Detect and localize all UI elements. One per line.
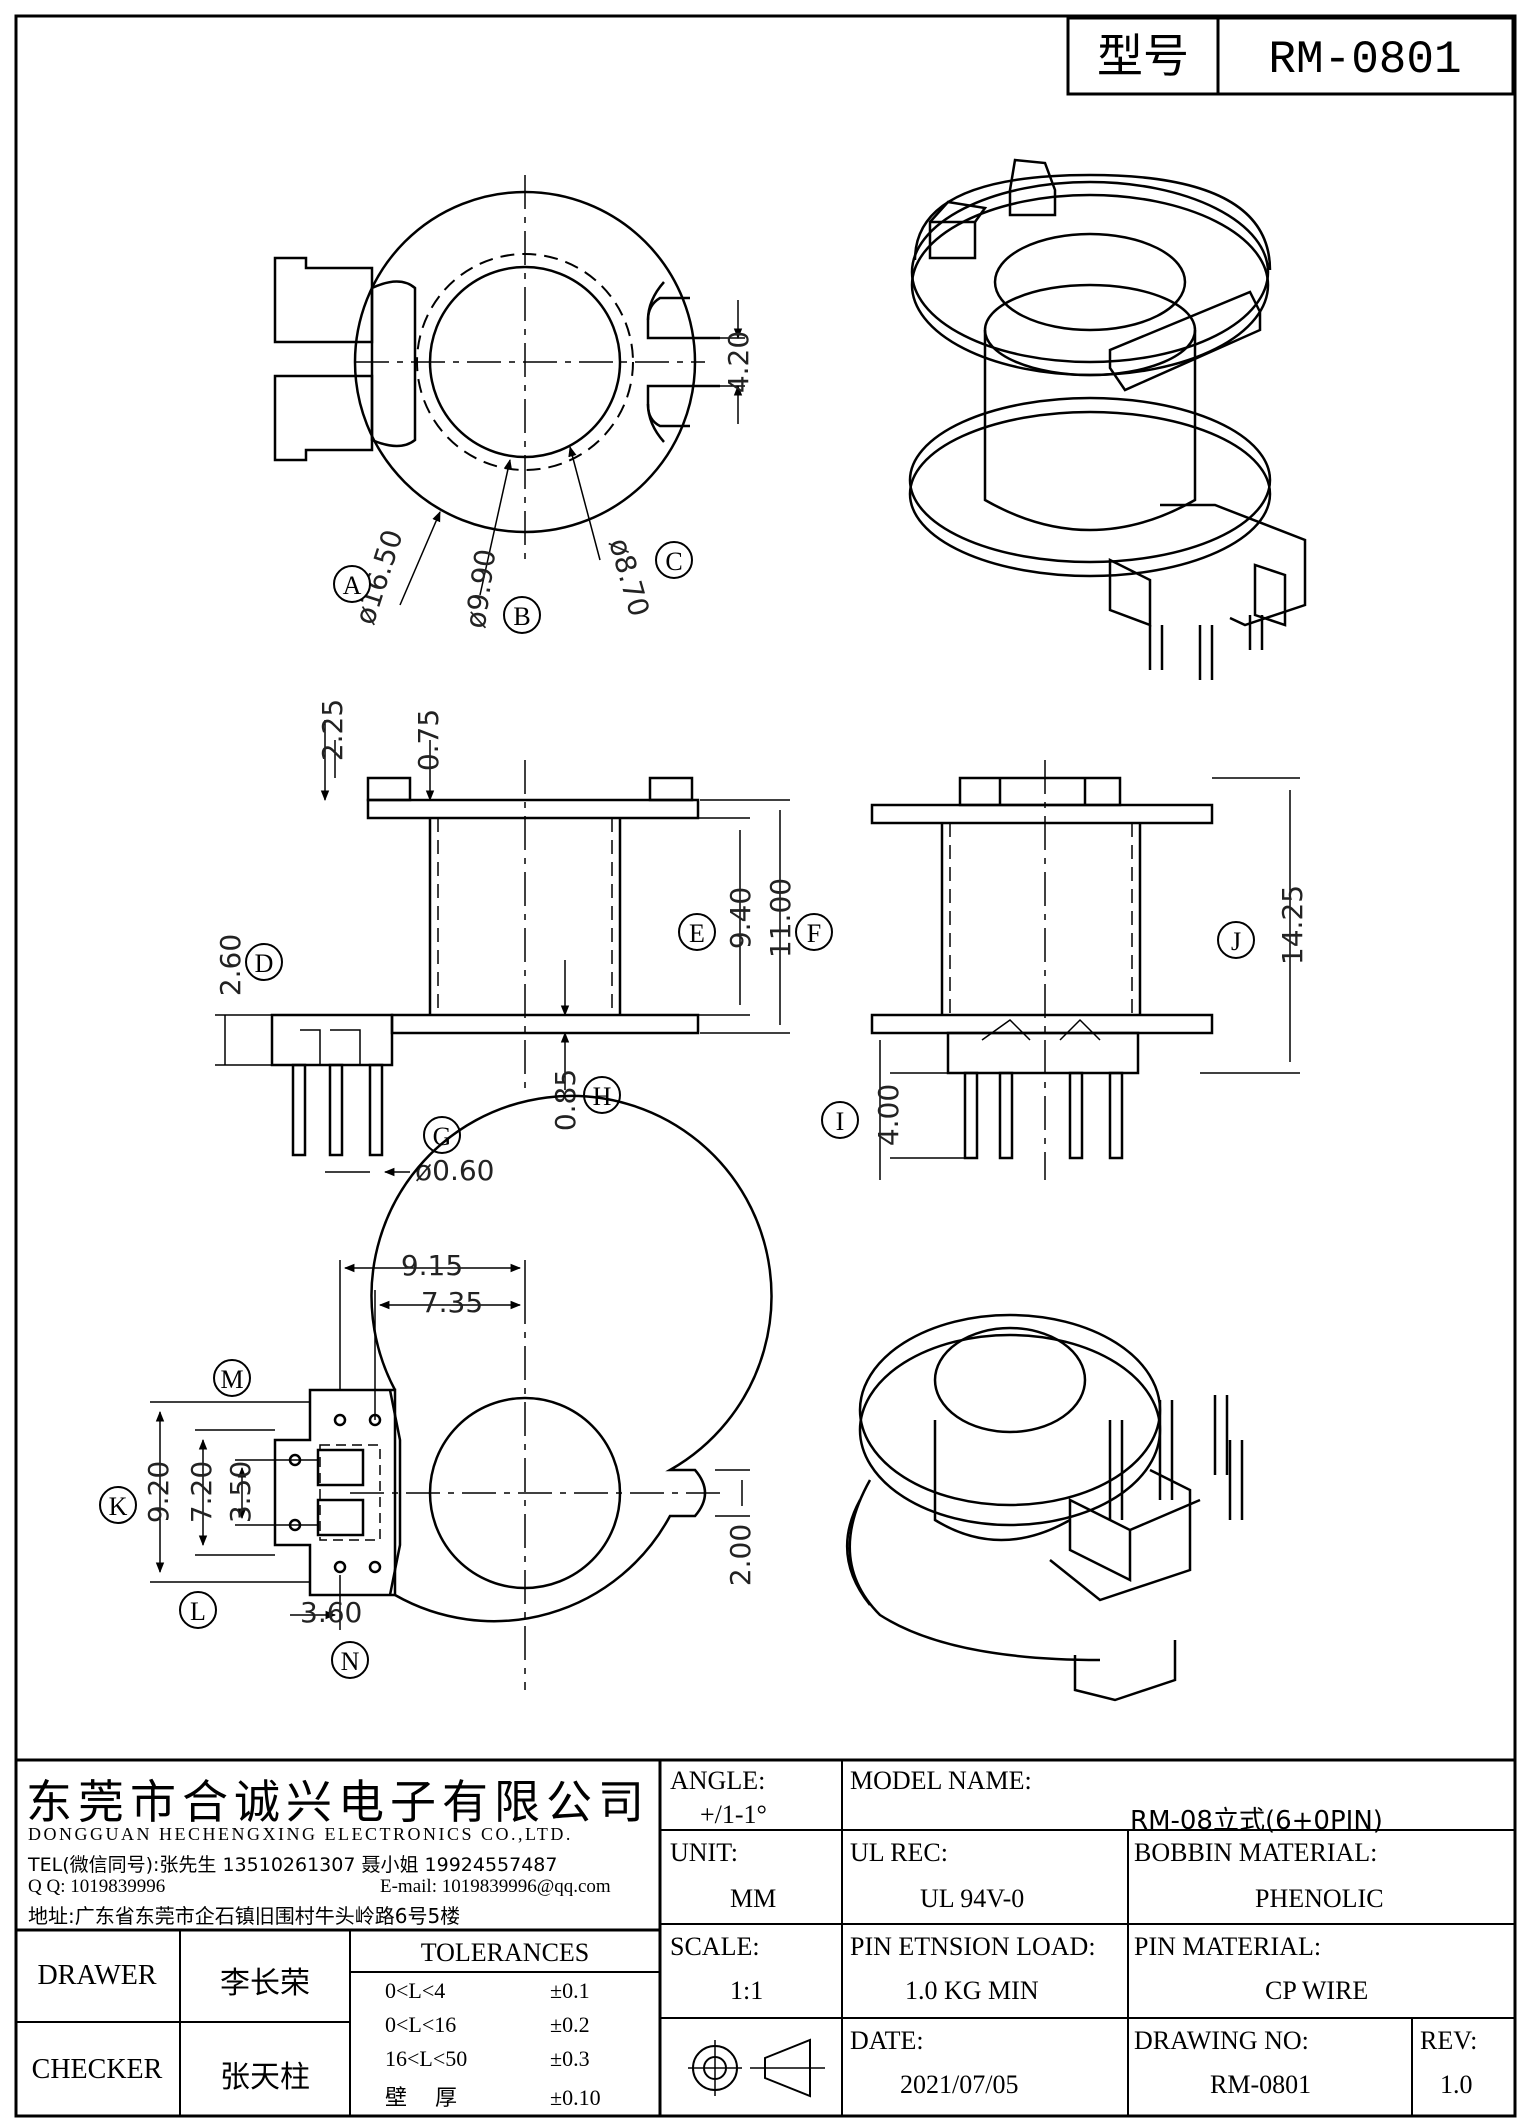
svg-text:N: N — [341, 1647, 360, 1676]
dim-inner-h: 9.40 — [724, 887, 757, 949]
callout-F: F — [795, 913, 833, 951]
model-label: 型号 — [1097, 31, 1189, 82]
dim-top-h: 2.25 — [316, 699, 349, 761]
callout-E: E — [678, 913, 716, 951]
dim-inner-dia: ø9.90 — [459, 547, 503, 630]
iso-view-bottom — [845, 1313, 1244, 1702]
callout-M: M — [213, 1359, 251, 1397]
svg-text:G: G — [433, 1122, 452, 1151]
side-view-labels: 14.25 4.00 I J — [821, 885, 1309, 1146]
svg-text:D: D — [255, 949, 274, 978]
model-value: RM-0801 — [1268, 34, 1461, 86]
svg-text:L: L — [190, 1597, 206, 1626]
sheet-border — [14, 14, 1517, 2118]
callout-J: J — [1217, 921, 1255, 959]
svg-text:H: H — [593, 1082, 612, 1111]
dim-total-h: 14.25 — [1276, 885, 1309, 965]
front-view — [215, 720, 790, 1177]
svg-text:M: M — [220, 1365, 243, 1394]
callout-N: N — [331, 1641, 369, 1679]
top-view-labels: 4.20 ø16.50 ø9.90 ø8.70 A B C — [333, 331, 755, 634]
callout-C: C — [655, 541, 693, 579]
callout-D: D — [245, 943, 283, 981]
dim-pin-dia: ø0.60 — [415, 1154, 494, 1187]
svg-text:C: C — [665, 547, 682, 576]
callout-G: G — [423, 1116, 461, 1154]
callout-A: A — [333, 565, 371, 603]
svg-text:A: A — [343, 571, 362, 600]
callout-L: L — [179, 1591, 217, 1629]
dim-flange-bottom: 0.85 — [549, 1069, 582, 1131]
dim-h2: 7.20 — [185, 1461, 218, 1523]
dim-slot-top: 4.20 — [722, 331, 755, 393]
dim-base-h: 2.60 — [214, 934, 247, 996]
dim-top-flange: 0.75 — [412, 709, 445, 771]
dim-h1: 9.20 — [142, 1461, 175, 1523]
dim-w1: 9.15 — [401, 1249, 463, 1282]
dim-core-dia: ø8.70 — [602, 535, 656, 621]
dim-w2: 7.35 — [421, 1286, 483, 1319]
callout-H: H — [583, 1076, 621, 1114]
svg-text:I: I — [836, 1107, 845, 1136]
model-header: 型号 RM-0801 — [1066, 16, 1515, 96]
svg-text:B: B — [513, 602, 530, 631]
svg-text:E: E — [689, 919, 705, 948]
dim-pin-len: 4.00 — [872, 1084, 905, 1146]
callout-B: B — [503, 596, 541, 634]
dim-h3: 3.50 — [224, 1461, 257, 1523]
callout-K: K — [99, 1486, 137, 1524]
dim-pitch: 3.60 — [300, 1596, 362, 1629]
svg-text:F: F — [807, 919, 821, 948]
iso-view-top — [908, 158, 1307, 680]
svg-text:K: K — [109, 1492, 128, 1521]
dim-slot-bottom: 2.00 — [724, 1524, 757, 1586]
svg-text:J: J — [1231, 927, 1241, 956]
bottom-view-labels: 9.15 7.35 9.20 7.20 3.50 3.60 2.00 K L M… — [99, 1249, 757, 1679]
dim-body-h: 11.00 — [764, 878, 797, 958]
front-view-labels: 2.25 0.75 9.40 11.00 2.60 0.85 ø0.60 D E… — [214, 699, 833, 1187]
callout-I: I — [821, 1101, 859, 1139]
bottom-view — [150, 1094, 773, 1690]
top-view — [273, 175, 745, 606]
title-block-lines — [16, 1758, 1515, 2116]
side-view — [870, 760, 1300, 1180]
